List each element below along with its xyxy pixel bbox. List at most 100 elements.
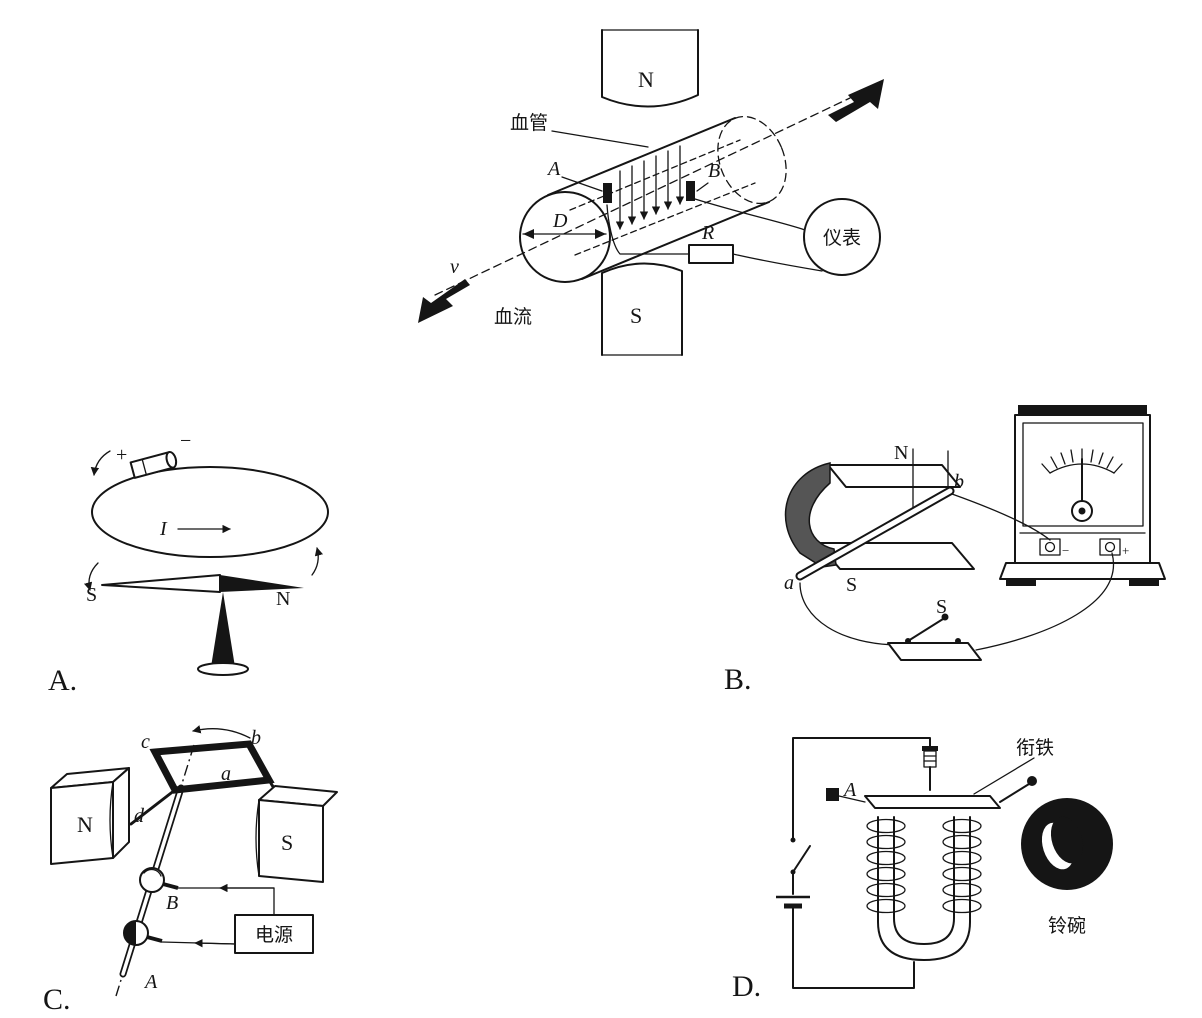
meter-hub-dot [1078,507,1086,515]
label-needle-s: S [86,584,97,606]
galvanometer-cap [1018,405,1147,415]
option-d-tag: D. [732,970,761,1003]
battery-stripe [141,458,147,476]
current-direction-arc [90,450,111,476]
bell-highlight-mask [1050,816,1084,864]
label-vessel: 血管 [510,112,548,134]
hammer-ball [1027,776,1037,786]
label-pole-s: S [281,830,293,855]
label-current: I [159,518,168,540]
electrode-a [603,183,612,203]
magnet-upper-pole [827,464,961,488]
label-battery-plus: + [116,444,127,466]
label-terminal-plus: + [1122,543,1129,558]
option-b-diagram: − + N S a b [724,405,1166,696]
label-flow: 血流 [494,306,532,328]
option-d-diagram: A 衔铁 [732,737,1113,1003]
flow-arrow-down-icon [418,279,470,323]
stand-base [197,662,249,676]
galvanometer-base [999,562,1166,580]
vessel-bottom-edge [581,201,770,280]
rotation-arrow-left [83,562,99,591]
magnet-n-outline [601,29,699,108]
label-corner-a: a [221,763,231,785]
magnet-s: S [255,785,338,883]
hammer-rod [999,783,1030,803]
switch-post-right [955,638,961,644]
electromagnet [866,816,982,961]
current-loop [91,466,329,558]
wire-galvanometer-to-switch [975,552,1115,651]
bell: 铃碗 [1021,798,1113,937]
diameter-arrowhead-right [595,229,606,239]
magnet-s-pole-arc [255,799,260,877]
electrode-b [686,181,695,201]
option-c-diagram: c b a d N S B A [43,725,338,1016]
label-corner-d: d [134,805,145,827]
battery [129,451,178,479]
rod-ab: a b [784,471,964,594]
vessel-callout: 血管 [510,112,649,148]
galvanometer: − + [999,405,1166,586]
option-b-tag: B. [724,663,752,696]
terminal-right [1104,541,1116,553]
flow-axis [418,79,884,323]
armature: A 衔铁 [826,737,1054,809]
magnet-n: N [50,767,130,865]
label-resistor: R [701,222,714,244]
label-rod-a: a [784,572,794,594]
magnet-s-pole: S [601,262,683,356]
label-pole-n: N [77,812,93,837]
electrodes: A B [546,158,720,203]
commutator: B A [123,867,179,993]
label-switch: S [936,596,947,618]
electrode-a-leader [561,176,603,192]
coil-windings-left [866,818,906,914]
vessel-near-end [519,191,611,283]
rotation-arrow-right [311,547,324,576]
galvanometer-foot-left [1006,579,1036,586]
meter-circle [803,198,881,276]
flowmeter-diagram: N S D [418,29,884,356]
core-inner [893,816,955,945]
magnet-bend [784,462,837,568]
blood-vessel [519,115,787,283]
battery-cap [165,451,178,469]
magnet-s-outline [601,262,683,356]
vessel-leader [551,130,649,148]
horseshoe-magnet: N S [784,442,975,596]
label-power-supply: 电源 [255,924,293,946]
measurement-circuit: R 仪表 [606,198,881,276]
resistor-box [688,244,734,264]
magnet-n-pole: N [601,29,699,108]
label-contact-a: A [842,779,857,801]
terminal-left [1044,541,1056,553]
wire-resistor-to-a [606,204,690,255]
core-outer [877,816,971,961]
label-terminal-minus: − [1062,543,1069,558]
switch-contact-top [790,837,796,843]
needle-north-half [220,575,304,592]
contact-screw [922,746,938,791]
contact-link [838,795,866,803]
flow-arrow-up-icon [828,79,884,122]
label-corner-c: c [141,731,150,753]
meter-scale-ticks [1041,448,1123,474]
label-battery-minus: − [180,430,191,452]
commutator-ring-a-fill [124,921,136,945]
screw-head [922,746,938,751]
rotation-arrow [192,725,251,739]
wire-bottom [792,907,915,989]
electrode-b-leader [696,182,709,192]
vessel-inner-line-2 [574,182,756,256]
brush-b [162,882,179,890]
contact-block [826,788,839,801]
needle-south-half [101,574,221,593]
option-c-tag: C. [43,983,71,1016]
label-bell: 铃碗 [1048,915,1086,937]
label-electrode-b: B [708,160,720,182]
label-velocity: v [450,256,459,278]
field-arrows [615,145,685,230]
vessel-top-edge [547,117,736,196]
wire-b-to-meter [694,198,806,231]
